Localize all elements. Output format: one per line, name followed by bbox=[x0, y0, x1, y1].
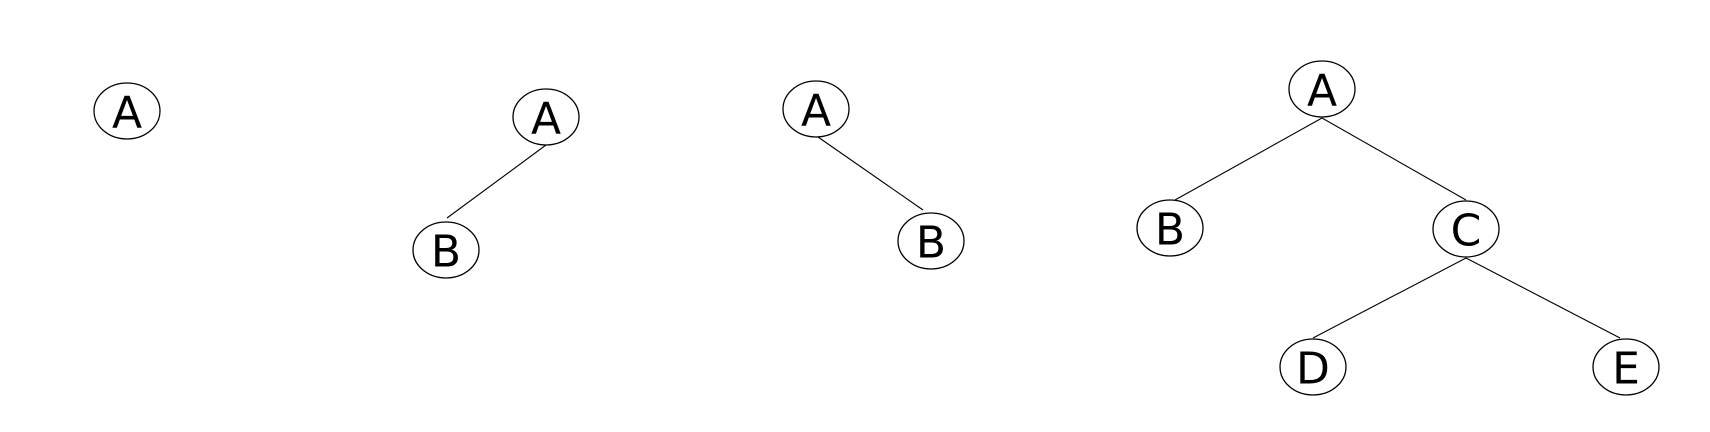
node-a-ellipse bbox=[93, 82, 161, 140]
node-e-label: E bbox=[1612, 344, 1640, 395]
node-a-ellipse bbox=[1288, 60, 1356, 118]
node-d-label: D bbox=[1296, 344, 1330, 395]
node-d-ellipse bbox=[1279, 338, 1347, 396]
edge-c-e bbox=[1465, 257, 1621, 339]
tree-1-single-node: A bbox=[93, 82, 161, 140]
node-a: A bbox=[512, 88, 580, 146]
node-b: B bbox=[897, 212, 965, 270]
node-c-label: C bbox=[1451, 206, 1482, 257]
node-c-ellipse bbox=[1432, 200, 1500, 258]
node-b: B bbox=[1136, 199, 1204, 257]
tree-3-right-child: A B bbox=[782, 80, 965, 270]
node-b-label: B bbox=[431, 227, 461, 278]
node-a-label: A bbox=[801, 86, 831, 137]
edge-c-d bbox=[1312, 257, 1467, 339]
node-b-ellipse bbox=[1136, 199, 1204, 257]
node-b: B bbox=[412, 221, 480, 279]
node-c: C bbox=[1432, 200, 1500, 258]
edge-a-b bbox=[446, 144, 547, 219]
node-a: A bbox=[1288, 60, 1356, 118]
node-d: D bbox=[1279, 338, 1347, 396]
tree-4-multilevel: A B C D E bbox=[1136, 60, 1660, 396]
node-a: A bbox=[782, 80, 850, 138]
node-b-label: B bbox=[1155, 205, 1185, 256]
node-b-label: B bbox=[916, 218, 946, 269]
node-b-ellipse bbox=[897, 212, 965, 270]
tree-2-left-child: A B bbox=[412, 88, 580, 279]
node-b-ellipse bbox=[412, 221, 480, 279]
node-a-ellipse bbox=[512, 88, 580, 146]
node-a-label: A bbox=[531, 94, 561, 145]
node-a-label: A bbox=[1307, 66, 1337, 117]
node-a-ellipse bbox=[782, 80, 850, 138]
node-a: A bbox=[93, 82, 161, 140]
edge-a-b bbox=[1174, 117, 1323, 201]
node-e: E bbox=[1592, 338, 1660, 396]
node-e-ellipse bbox=[1592, 338, 1660, 396]
node-a-label: A bbox=[112, 88, 142, 139]
edge-a-b bbox=[817, 136, 924, 211]
edge-a-c bbox=[1321, 117, 1467, 201]
